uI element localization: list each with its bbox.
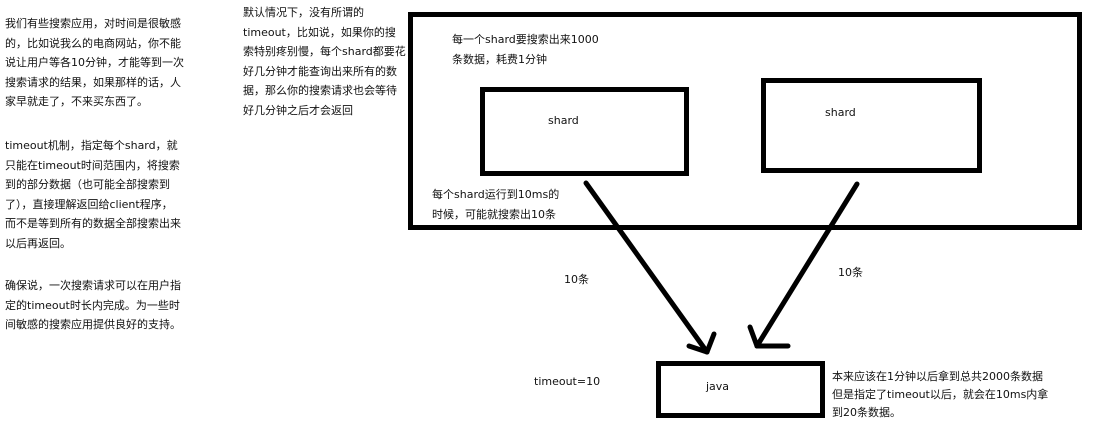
note-line: 而不是等到所有的数据全部搜索出来: [5, 217, 181, 230]
note-line: 只能在timeout时间范围内，将搜索: [5, 158, 180, 172]
note-line: 确保说，一次搜索请求可以在用户指: [5, 279, 181, 292]
client-label: java: [706, 380, 730, 393]
shard-right-label: shard: [825, 106, 856, 119]
note-line: 好几分钟之后才会返回: [243, 103, 353, 117]
result-note: 本来应该在1分钟以后拿到总共2000条数据 但是指定了timeout以后，就会在…: [832, 368, 1048, 422]
note-line: 每个shard运行到10ms的: [432, 188, 560, 201]
arrow-left-label: 10条: [564, 273, 589, 286]
cluster-note: 每一个shard要搜索出来1000 条数据，耗费1分钟: [452, 30, 599, 69]
client-box: [656, 361, 825, 418]
note-line: 了），直接理解返回给client程序，: [5, 197, 173, 211]
note-line: 本来应该在1分钟以后拿到总共2000条数据: [832, 370, 1043, 383]
note-line: 我们有些搜索应用，对时间是很敏感: [5, 17, 181, 30]
arrow-left-icon: [583, 180, 717, 355]
guarantee-notes: 确保说，一次搜索请求可以在用户指 定的timeout时长内完成。为一些时 间敏感…: [5, 276, 181, 335]
arrow-right-label: 10条: [838, 266, 863, 279]
timeout-mechanism-notes: timeout机制，指定每个shard，就 只能在timeout时间范围内，将搜…: [5, 136, 181, 253]
note-line: 但是指定了timeout以后，就会在10ms内拿: [832, 388, 1049, 401]
note-line: 说让用户等各10分钟，才能等到一次: [5, 56, 184, 69]
shard-left-label: shard: [548, 114, 579, 127]
shard-box-left: [480, 87, 689, 176]
default-behavior-note: 默认情况下，没有所谓的 timeout，比如说，如果你的搜 索特别疼别慢，每个s…: [243, 3, 406, 120]
note-line: 到20条数据。: [832, 406, 901, 419]
left-notes: 我们有些搜索应用，对时间是很敏感 的，比如说我么的电商网站，你不能 说让用户等各…: [5, 14, 184, 112]
arrow-right-icon: [747, 181, 860, 349]
cluster-box: [408, 12, 1082, 230]
note-line: 家早就走了，不来买东西了。: [5, 95, 148, 108]
timeout-note: 每个shard运行到10ms的 时候，可能就搜索出10条: [432, 185, 559, 224]
note-line: timeout，比如说，如果你的搜: [243, 25, 396, 39]
shard-box-right: [761, 78, 982, 173]
note-line: 索特别疼别慢，每个shard都要花: [243, 45, 406, 58]
note-line: 时候，可能就搜索出10条: [432, 207, 556, 221]
note-line: 条数据，耗费1分钟: [452, 52, 547, 66]
note-line: 每一个shard要搜索出来1000: [452, 33, 599, 46]
note-line: 定的timeout时长内完成。为一些时: [5, 298, 180, 312]
timeout-param: timeout=10: [534, 375, 601, 388]
note-line: 据，那么你的搜索请求也会等待: [243, 84, 397, 97]
note-line: 间敏感的搜索应用提供良好的支持。: [5, 318, 181, 331]
note-line: 默认情况下，没有所谓的: [243, 6, 364, 19]
note-line: 搜索请求的结果，如果那样的话，人: [5, 75, 181, 89]
note-line: 好几分钟才能查询出来所有的数: [243, 64, 397, 78]
note-line: 的，比如说我么的电商网站，你不能: [5, 36, 181, 50]
note-line: 到的部分数据（也可能全部搜索到: [5, 178, 170, 191]
note-line: 以后再返回。: [5, 236, 71, 250]
note-line: timeout机制，指定每个shard，就: [5, 139, 178, 152]
